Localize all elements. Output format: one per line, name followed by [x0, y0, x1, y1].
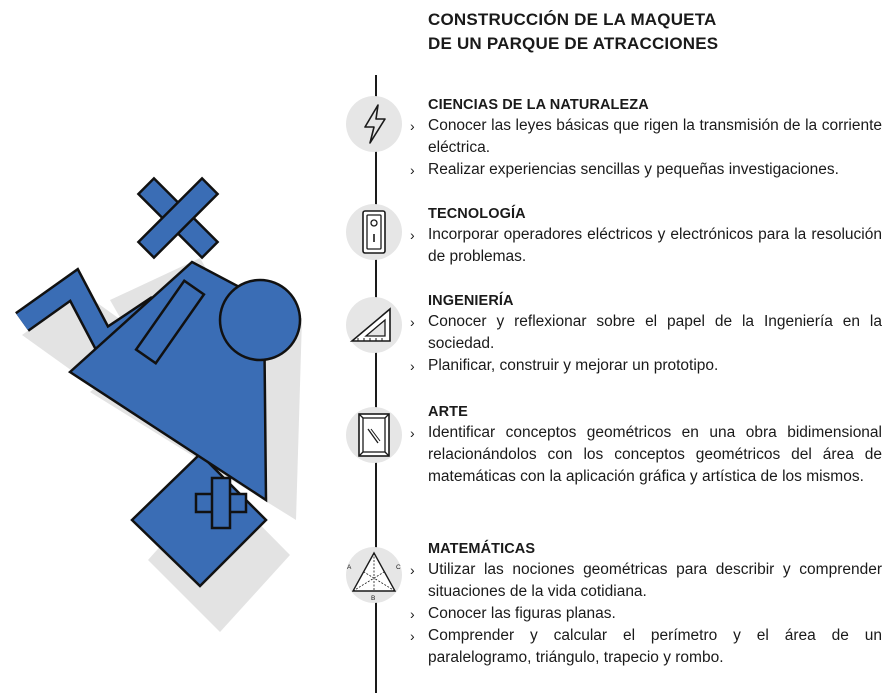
chevron-right-icon: › — [410, 425, 415, 441]
triangle-label-b: B — [371, 595, 375, 602]
chevron-right-icon: › — [410, 358, 415, 374]
section-title: INGENIERÍA — [428, 293, 514, 309]
list-item: ›Conocer las leyes básicas que rigen la … — [410, 117, 882, 156]
bar-shape — [134, 278, 206, 366]
triangle-label-a: A — [347, 564, 352, 571]
section-title: TECNOLOGÍA — [428, 206, 526, 222]
section-matematicas: MATEMÁTICAS ›Utilizar las nociones geomé… — [410, 539, 882, 669]
section-title: CIENCIAS DE LA NATURALEZA — [428, 97, 649, 113]
triangle-label-c: C — [396, 564, 401, 571]
plus-shape — [194, 476, 248, 530]
list-item: ›Conocer y reflexionar sobre el papel de… — [410, 313, 882, 352]
list-item: ›Identificar conceptos geométricos en un… — [410, 424, 882, 485]
title-line-1: CONSTRUCCIÓN DE LA MAQUETA — [428, 10, 717, 29]
chevron-right-icon: › — [410, 628, 415, 644]
chevron-right-icon: › — [410, 562, 415, 578]
list-item: ›Utilizar las nociones geométricas para … — [410, 561, 882, 600]
section-title: MATEMÁTICAS — [428, 541, 536, 557]
cross-x-shape — [136, 176, 220, 260]
list-item: ›Comprender y calcular el perímetro y el… — [410, 627, 882, 666]
set-square-icon — [346, 297, 402, 353]
chevron-right-icon: › — [410, 227, 415, 243]
page-title: CONSTRUCCIÓN DE LA MAQUETA DE UN PARQUE … — [428, 8, 868, 56]
list-item: ›Planificar, construir y mejorar un prot… — [410, 355, 882, 377]
section-ciencias-naturaleza: CIENCIAS DE LA NATURALEZA ›Conocer las l… — [410, 95, 882, 181]
list-item: ›Realizar experiencias sencillas y peque… — [410, 159, 882, 181]
section-ingenieria: INGENIERÍA ›Conocer y reflexionar sobre … — [410, 291, 882, 377]
timeline-line — [375, 75, 377, 693]
chevron-right-icon: › — [410, 118, 415, 134]
triangle-icon: A B C — [346, 547, 402, 603]
title-line-2: DE UN PARQUE DE ATRACCIONES — [428, 34, 719, 53]
section-tecnologia: TECNOLOGÍA ›Incorporar operadores eléctr… — [410, 204, 882, 268]
list-item: ›Conocer las figuras planas. — [410, 603, 882, 625]
circle-shape — [218, 278, 302, 362]
chevron-right-icon: › — [410, 314, 415, 330]
chevron-right-icon: › — [410, 162, 415, 178]
geometric-shapes-illustration — [15, 176, 302, 632]
switch-icon — [346, 204, 402, 260]
section-title: ARTE — [428, 404, 468, 420]
picture-frame-icon — [346, 407, 402, 463]
list-item: ›Incorporar operadores eléctricos y elec… — [410, 226, 882, 265]
diamond-shape — [130, 452, 268, 588]
chevron-right-icon: › — [410, 606, 415, 622]
lightning-icon — [346, 96, 402, 152]
section-arte: ARTE ›Identificar conceptos geométricos … — [410, 402, 882, 488]
